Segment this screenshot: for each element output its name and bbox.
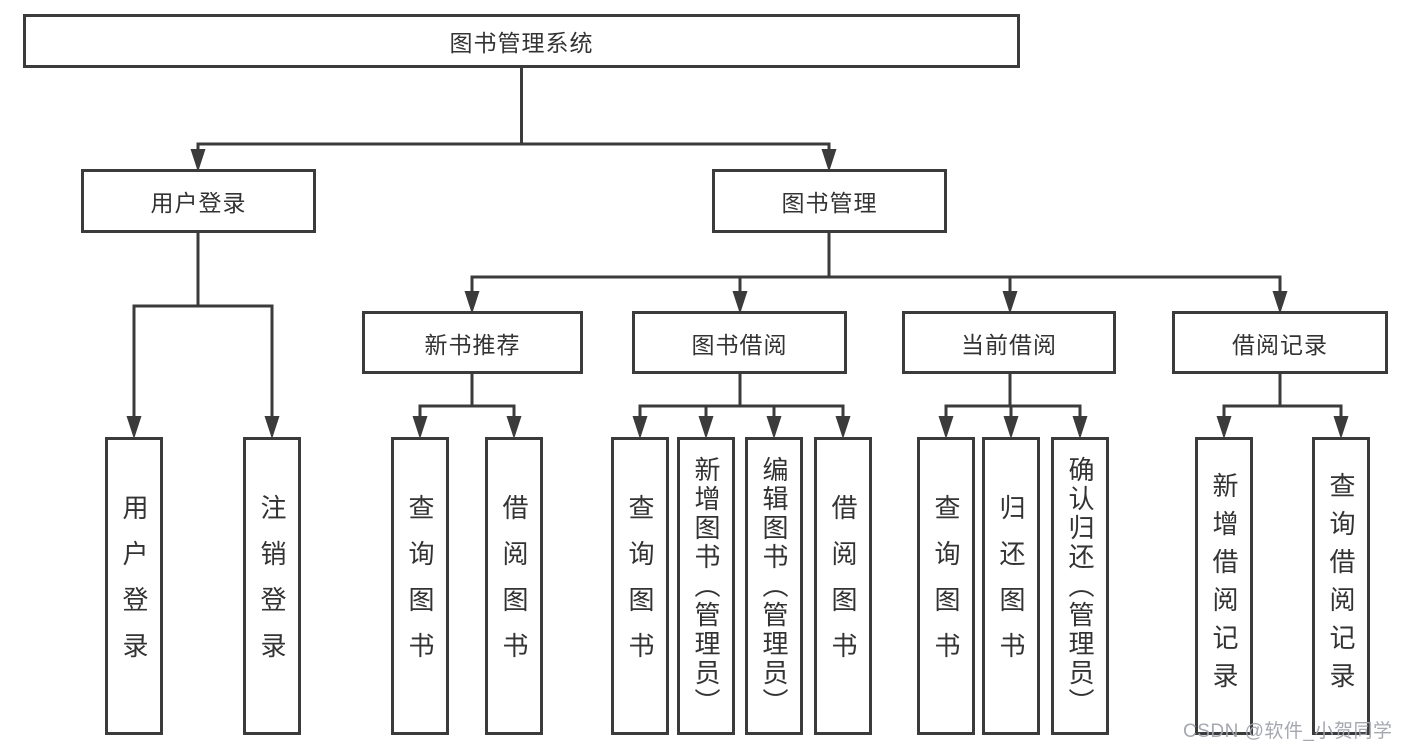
leaf-user-login-label: 用户登录 <box>119 494 149 678</box>
leaf-add-books-admin-label: 新增图书（管理员） <box>691 455 721 717</box>
node-book-management-label: 图书管理 <box>781 190 878 216</box>
arrowhead <box>938 416 954 439</box>
node-user-login-label: 用户登录 <box>150 190 247 216</box>
leaf-query-borrow-record: 查询借阅记录 <box>1312 437 1370 735</box>
arrowhead <box>1333 416 1349 439</box>
arrowhead <box>766 416 782 439</box>
leaf-confirm-return-admin: 确认归还（管理员） <box>1051 437 1109 735</box>
arrowhead <box>264 416 280 439</box>
arrowhead <box>126 416 142 439</box>
leaf-edit-books-admin-label: 编辑图书（管理员） <box>759 455 789 717</box>
node-user-login: 用户登录 <box>81 169 316 233</box>
node-root-system: 图书管理系统 <box>23 14 1020 68</box>
arrowhead <box>1003 416 1019 439</box>
leaf-recommend-borrow-books: 借阅图书 <box>485 437 543 735</box>
arrowhead <box>1216 416 1232 439</box>
node-current-borrow: 当前借阅 <box>902 311 1116 374</box>
leaf-user-login: 用户登录 <box>105 437 163 735</box>
node-current-borrow-label: 当前借阅 <box>961 331 1057 358</box>
node-new-book-recommend-label: 新书推荐 <box>424 331 521 358</box>
leaf-return-books-label: 归还图书 <box>996 494 1026 678</box>
node-borrow-records: 借阅记录 <box>1172 311 1388 374</box>
leaf-query-borrow-record-label: 查询借阅记录 <box>1326 472 1356 700</box>
arrowhead <box>698 416 714 439</box>
arrowhead <box>835 416 851 439</box>
leaf-add-borrow-record-label: 新增借阅记录 <box>1209 472 1239 700</box>
leaf-borrow-query-books-label: 查询图书 <box>625 494 655 678</box>
leaf-add-books-admin: 新增图书（管理员） <box>677 437 735 735</box>
leaf-logout: 注销登录 <box>243 437 301 735</box>
node-book-borrow: 图书借阅 <box>632 311 847 374</box>
node-borrow-records-label: 借阅记录 <box>1232 331 1328 358</box>
leaf-borrow-books-label: 借阅图书 <box>828 494 858 678</box>
arrowhead <box>506 416 522 439</box>
leaf-return-books: 归还图书 <box>982 437 1040 735</box>
node-book-management: 图书管理 <box>712 169 947 233</box>
leaf-recommend-query-books-label: 查询图书 <box>405 494 435 678</box>
arrowhead <box>412 416 428 439</box>
arrowhead <box>1072 416 1088 439</box>
leaf-current-query-books: 查询图书 <box>917 437 975 735</box>
csdn-watermark: CSDN @软件_小贺同学 <box>1183 721 1393 742</box>
leaf-borrow-query-books: 查询图书 <box>611 437 669 735</box>
leaf-edit-books-admin: 编辑图书（管理员） <box>745 437 803 735</box>
leaf-recommend-borrow-books-label: 借阅图书 <box>499 494 529 678</box>
leaf-add-borrow-record: 新增借阅记录 <box>1195 437 1253 735</box>
leaf-current-query-books-label: 查询图书 <box>931 494 961 678</box>
leaf-confirm-return-admin-label: 确认归还（管理员） <box>1065 455 1095 717</box>
node-book-borrow-label: 图书借阅 <box>691 331 788 358</box>
leaf-logout-label: 注销登录 <box>257 494 287 678</box>
node-new-book-recommend: 新书推荐 <box>362 311 583 374</box>
leaf-borrow-books: 借阅图书 <box>814 437 872 735</box>
arrowhead <box>632 416 648 439</box>
leaf-recommend-query-books: 查询图书 <box>391 437 449 735</box>
node-root-label: 图书管理系统 <box>449 30 594 56</box>
